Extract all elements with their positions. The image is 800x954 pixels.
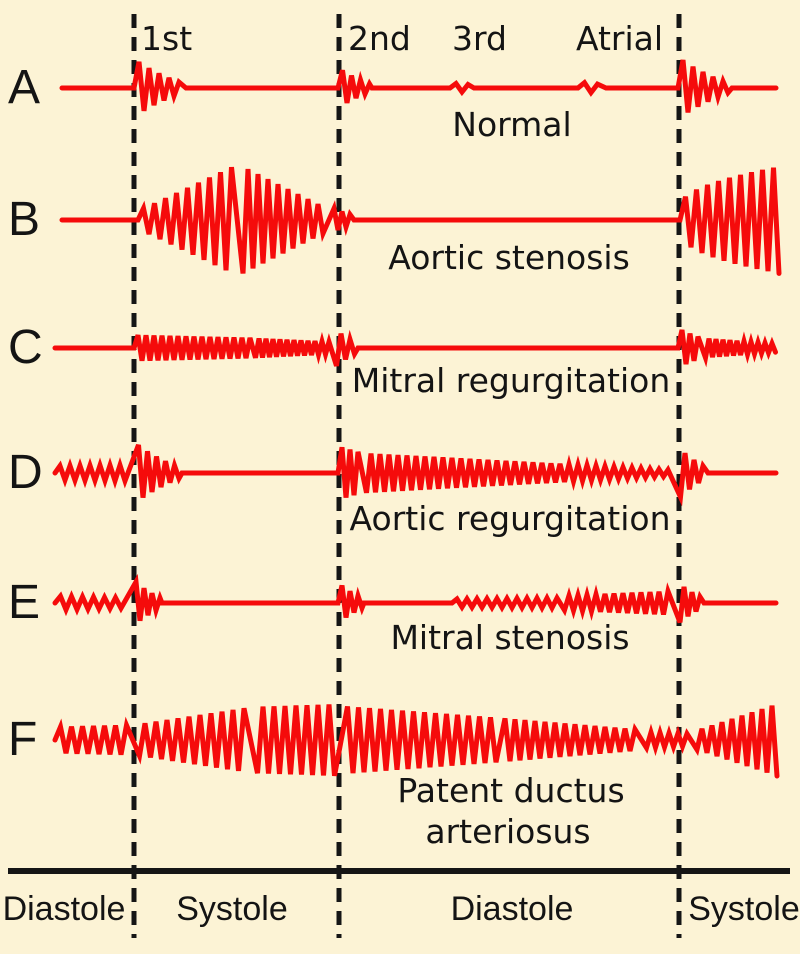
row-letter-b: B <box>8 193 41 246</box>
trace-d <box>52 444 779 507</box>
sound-label-2nd: 2nd <box>348 19 411 58</box>
row-letter-a: A <box>8 61 41 114</box>
sound-label-1st: 1st <box>141 19 193 58</box>
caption-mitral-regurgitation: Mitral regurgitation <box>351 361 671 400</box>
trace-c <box>52 329 778 368</box>
row-letter-f: F <box>8 713 38 766</box>
trace-b <box>59 166 782 276</box>
trace-a <box>59 59 779 113</box>
caption-patent-ductus-line1: Patent ductus <box>397 771 625 810</box>
timing-dashed-lines <box>131 14 682 938</box>
phase-label-systole-1: Systole <box>176 890 288 928</box>
row-letter-e: E <box>8 576 41 629</box>
trace-f <box>52 704 780 779</box>
caption-aortic-stenosis: Aortic stenosis <box>388 238 630 277</box>
row-letter-d: D <box>8 446 43 499</box>
trace-e <box>52 573 779 624</box>
caption-patent-ductus-line2: arteriosus <box>425 812 591 851</box>
caption-normal: Normal <box>452 105 572 144</box>
sound-label-3rd: 3rd <box>452 19 507 58</box>
caption-aortic-regurgitation: Aortic regurgitation <box>349 499 671 538</box>
sound-label-atrial: Atrial <box>576 19 664 58</box>
phase-label-systole-2: Systole <box>688 890 800 928</box>
row-letter-c: C <box>8 321 43 374</box>
phase-label-diastole-1: Diastole <box>2 890 126 928</box>
caption-mitral-stenosis: Mitral stenosis <box>390 618 630 657</box>
waveform-traces <box>52 59 782 779</box>
phase-label-diastole-2: Diastole <box>450 890 574 928</box>
